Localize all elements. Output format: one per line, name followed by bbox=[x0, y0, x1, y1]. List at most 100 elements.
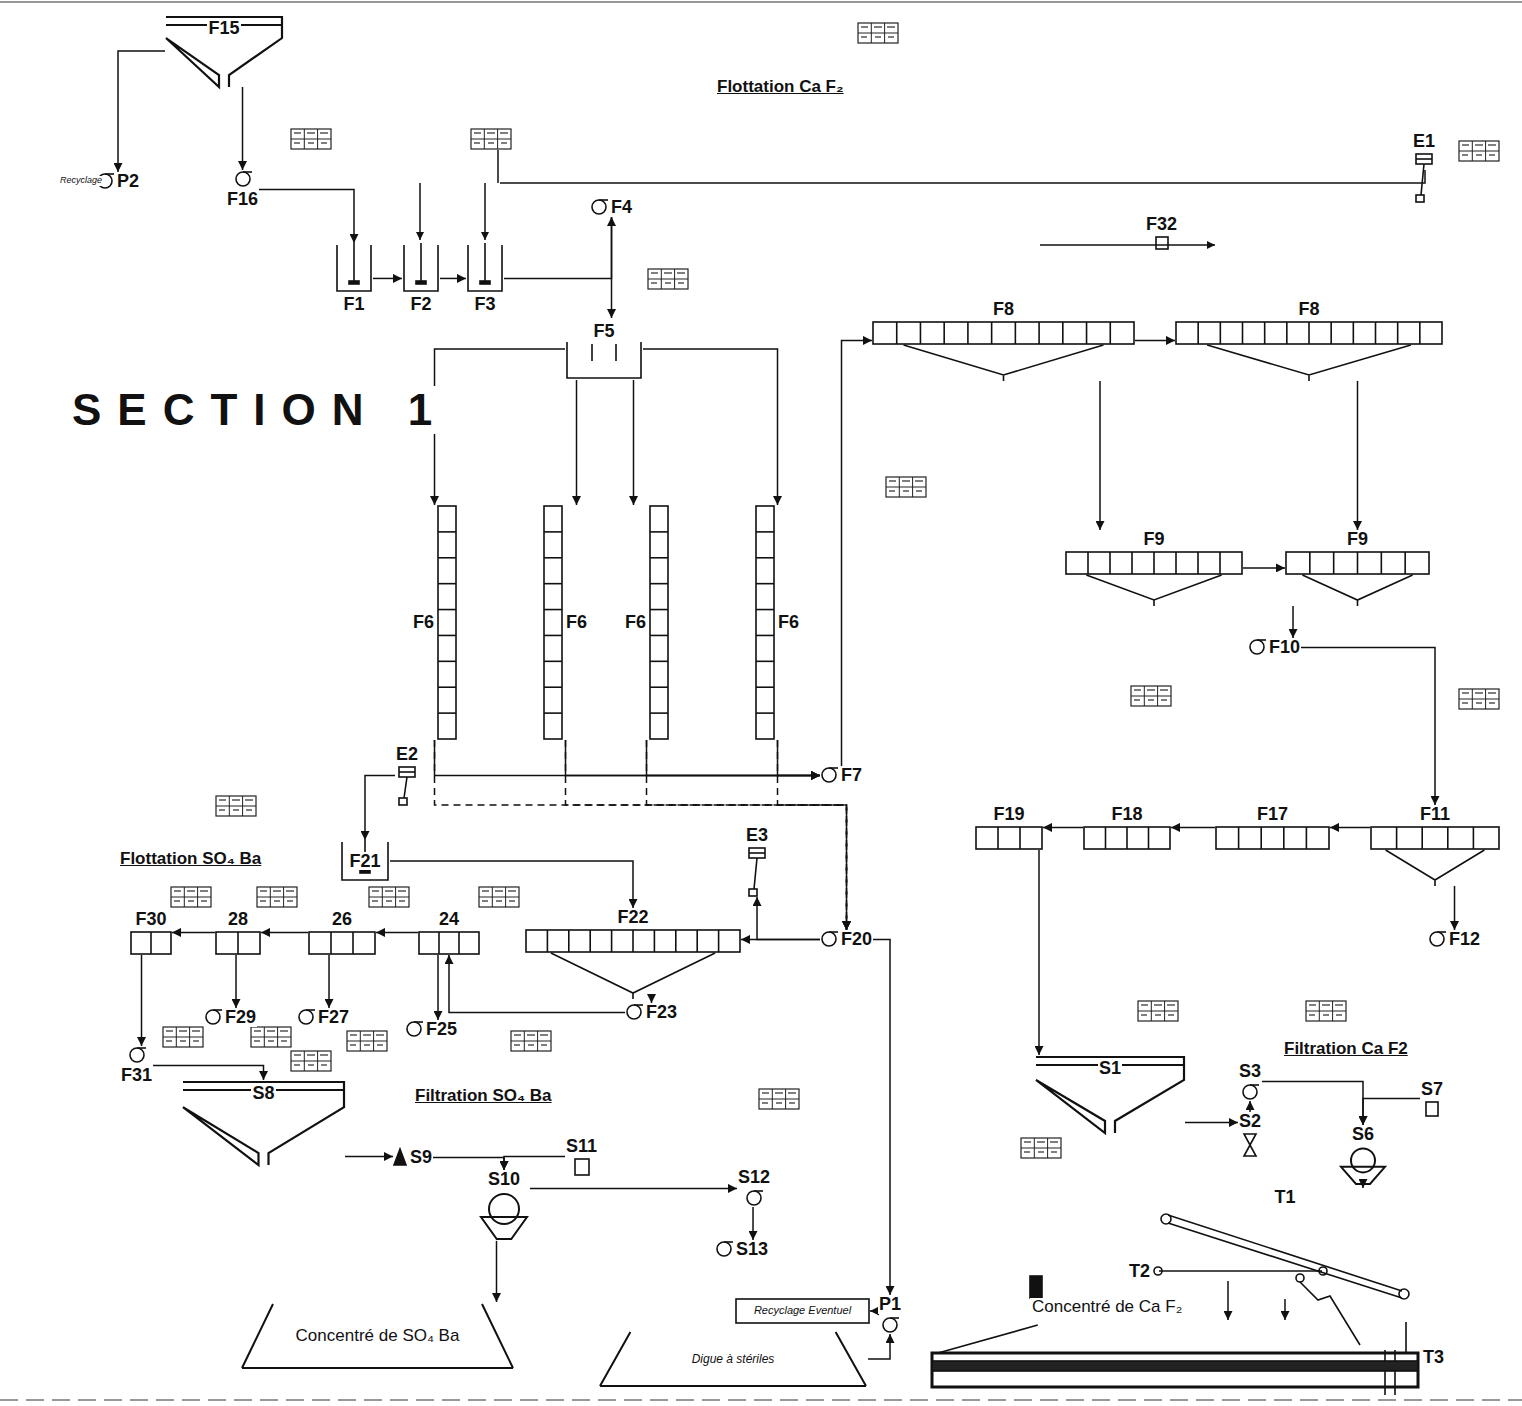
symbol-strokes bbox=[242, 1304, 513, 1368]
flow-line bbox=[437, 955, 439, 1020]
symbol-strokes bbox=[130, 1048, 146, 1062]
equipment-symbol bbox=[466, 243, 504, 293]
symbol-strokes bbox=[299, 1010, 315, 1024]
equipment-node: F4 bbox=[590, 198, 633, 217]
equipment-node: S3 bbox=[1238, 1062, 1262, 1101]
equipment-node: F21 bbox=[340, 840, 390, 882]
equipment-node: F2 bbox=[402, 243, 440, 314]
symbol-strokes bbox=[756, 506, 774, 739]
equipment-node: F6 bbox=[624, 505, 669, 740]
equipment-symbol bbox=[437, 505, 457, 740]
equipment-symbol bbox=[402, 243, 440, 293]
flow-line bbox=[373, 278, 402, 280]
flow-line bbox=[504, 1156, 565, 1170]
equipment-tag: F27 bbox=[317, 1008, 350, 1027]
symbol-strokes bbox=[1176, 322, 1442, 381]
equipment-symbol bbox=[590, 198, 608, 216]
flow-line bbox=[647, 740, 847, 930]
equipment-node: F8 bbox=[1175, 300, 1443, 381]
equipment-symbol bbox=[745, 1189, 763, 1207]
equipment-symbol bbox=[1425, 1101, 1439, 1117]
equipment-node: F6 bbox=[543, 505, 588, 740]
equipment-tag: P1 bbox=[878, 1295, 902, 1314]
flow-line bbox=[435, 349, 565, 505]
section-heading: Flottation SO₄ Ba bbox=[118, 850, 263, 869]
flow-line bbox=[259, 189, 354, 243]
flow-line bbox=[1330, 827, 1370, 829]
equipment-tag: E3 bbox=[745, 826, 769, 845]
symbol-strokes bbox=[747, 1191, 763, 1205]
equipment-node: F16 bbox=[226, 170, 259, 209]
equipment-symbol bbox=[872, 321, 1135, 381]
reagent-lines bbox=[420, 150, 1425, 245]
equipment-node: E3 bbox=[745, 826, 769, 897]
flow-line bbox=[868, 1334, 890, 1359]
symbol-strokes bbox=[1216, 827, 1329, 849]
equipment-node: F6 bbox=[755, 505, 800, 740]
equipment-symbol bbox=[1285, 551, 1430, 606]
flow-line bbox=[752, 1207, 754, 1240]
flow-line bbox=[328, 955, 330, 1008]
equipment-tag: S11 bbox=[565, 1137, 598, 1156]
equipment-tag: F31 bbox=[120, 1066, 153, 1085]
equipment-symbol bbox=[335, 243, 373, 293]
equipment-tag: E1 bbox=[1412, 132, 1436, 151]
equipment-tag: F3 bbox=[473, 295, 496, 314]
equipment-tag: T1 bbox=[1273, 1188, 1296, 1207]
equipment-tag: F18 bbox=[1110, 805, 1143, 824]
equipment-node: F10 bbox=[1248, 638, 1301, 657]
equipment-tag: F2 bbox=[409, 295, 432, 314]
symbol-strokes bbox=[873, 322, 1134, 381]
equipment-tag: S13 bbox=[735, 1240, 769, 1259]
equipment-node: Digue à stériles bbox=[598, 1330, 868, 1388]
equipment-tag: E2 bbox=[395, 745, 419, 764]
symbol-strokes bbox=[1371, 827, 1499, 886]
equipment-symbol bbox=[820, 766, 838, 784]
equipment-tag: F32 bbox=[1145, 215, 1178, 234]
equipment-tag: Concentré de SO₄ Ba bbox=[295, 1327, 461, 1345]
symbol-strokes bbox=[309, 932, 375, 954]
equipment-tag: F12 bbox=[1448, 930, 1481, 949]
equipment-node: F9 bbox=[1285, 530, 1430, 606]
flow-line bbox=[435, 740, 847, 930]
equipment-symbol bbox=[1153, 1264, 1328, 1278]
flow-line bbox=[1249, 1101, 1251, 1112]
equipment-node: E1 bbox=[1412, 132, 1436, 203]
flow-line bbox=[778, 740, 847, 930]
equipment-node: S12 bbox=[737, 1168, 771, 1207]
equipment-node: F15 bbox=[165, 15, 283, 87]
flow-line bbox=[647, 740, 820, 775]
flow-line bbox=[873, 939, 890, 1295]
equipment-node: F32 bbox=[1145, 215, 1178, 250]
section-heading: Concentré de Ca F₂ bbox=[1030, 1298, 1184, 1317]
equipment-symbol bbox=[234, 170, 252, 188]
symbol-strokes bbox=[749, 848, 765, 896]
equipment-tag: F23 bbox=[645, 1003, 678, 1022]
equipment-symbol bbox=[1155, 236, 1169, 250]
equipment-node: Concentré de SO₄ Ba bbox=[240, 1302, 515, 1370]
equipment-node: 28 bbox=[215, 910, 261, 955]
equipment-tag: F1 bbox=[342, 295, 365, 314]
equipment-symbol bbox=[1160, 1209, 1410, 1299]
equipment-node: F29 bbox=[204, 1008, 257, 1027]
flow-line bbox=[496, 1241, 498, 1302]
equipment-tag: S10 bbox=[487, 1170, 521, 1189]
equipment-node: T3 bbox=[930, 1320, 1445, 1395]
symbol-strokes bbox=[650, 506, 668, 739]
equipment-tag: F5 bbox=[592, 322, 615, 341]
equipment-tag: F21 bbox=[348, 852, 381, 871]
equipment-symbol bbox=[297, 1008, 315, 1026]
symbol-strokes bbox=[1250, 640, 1266, 654]
equipment-symbol bbox=[1215, 826, 1330, 850]
equipment-symbol bbox=[1241, 1083, 1259, 1101]
symbol-strokes bbox=[1066, 552, 1242, 606]
equipment-node: F19 bbox=[975, 805, 1043, 850]
equipment-symbol bbox=[820, 930, 838, 948]
equipment-tag: F16 bbox=[226, 190, 259, 209]
equipment-tag: F22 bbox=[616, 908, 649, 927]
flow-line bbox=[1262, 1081, 1363, 1125]
flow-line bbox=[870, 1310, 878, 1312]
symbol-strokes bbox=[342, 840, 388, 880]
flow-line bbox=[757, 897, 820, 940]
